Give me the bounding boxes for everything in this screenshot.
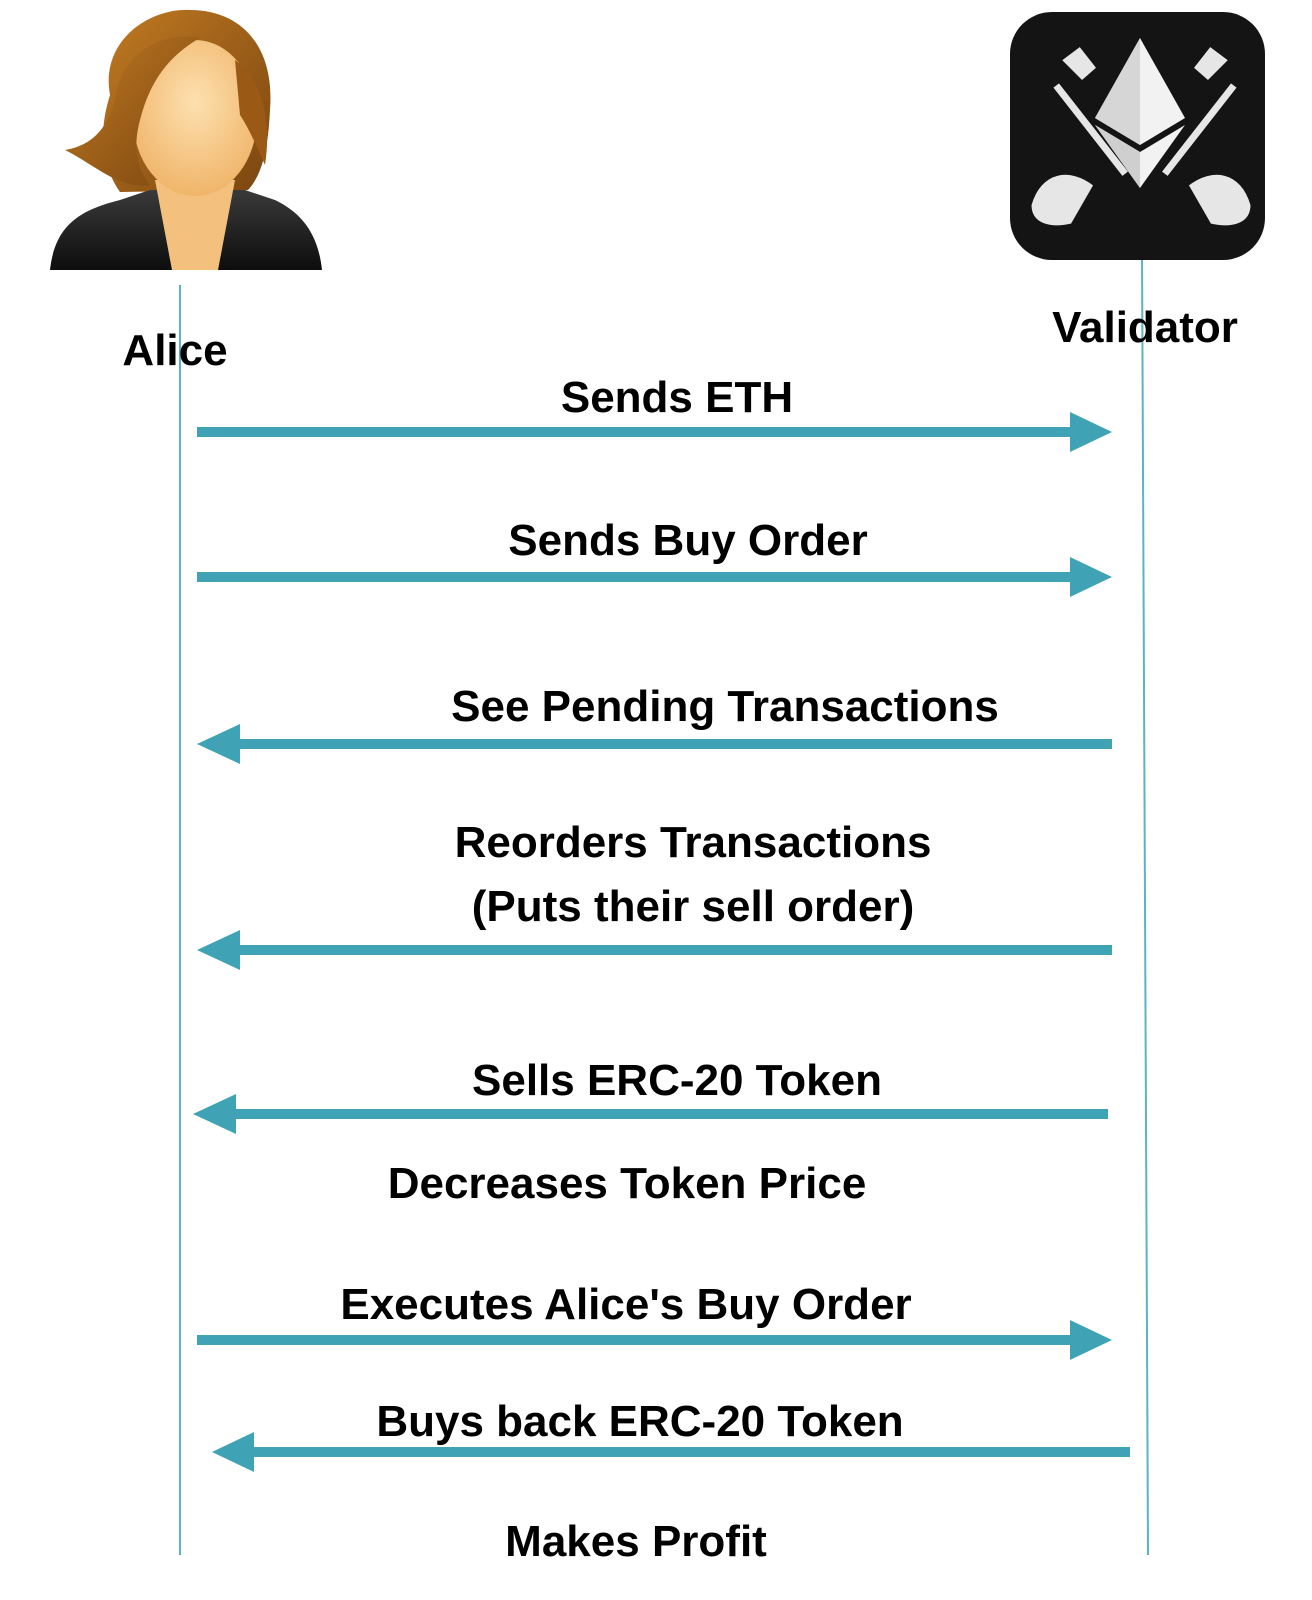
message-label-sends-buy-order: Sends Buy Order xyxy=(508,516,868,565)
arrow-buys-back xyxy=(212,1432,1130,1472)
message-label-see-pending: See Pending Transactions xyxy=(451,682,999,731)
validator-lifeline xyxy=(1141,251,1149,1556)
arrow-sells-token xyxy=(193,1094,1108,1134)
message-label-sells-token: Sells ERC-20 Token xyxy=(472,1056,882,1105)
note-decreases-price: Decreases Token Price xyxy=(387,1159,867,1208)
arrow-executes-buy xyxy=(197,1320,1112,1360)
note-makes-profit: Makes Profit xyxy=(505,1517,767,1566)
validator-label: Validator xyxy=(1052,303,1238,352)
message-label-executes-buy: Executes Alice's Buy Order xyxy=(340,1280,912,1329)
arrow-sends-eth xyxy=(197,412,1112,452)
arrow-reorders xyxy=(197,930,1112,970)
message-label-reorders-note: (Puts their sell order) xyxy=(471,882,915,931)
arrow-sends-buy-order xyxy=(197,557,1112,597)
message-label-sends-eth: Sends ETH xyxy=(560,373,794,422)
alice-label: Alice xyxy=(122,326,228,375)
woman-avatar-icon xyxy=(50,9,322,270)
message-label-reorders: Reorders Transactions xyxy=(454,818,932,867)
ethereum-miner-icon xyxy=(1010,12,1265,260)
arrow-see-pending xyxy=(197,724,1112,764)
message-label-buys-back: Buys back ERC-20 Token xyxy=(376,1397,904,1446)
